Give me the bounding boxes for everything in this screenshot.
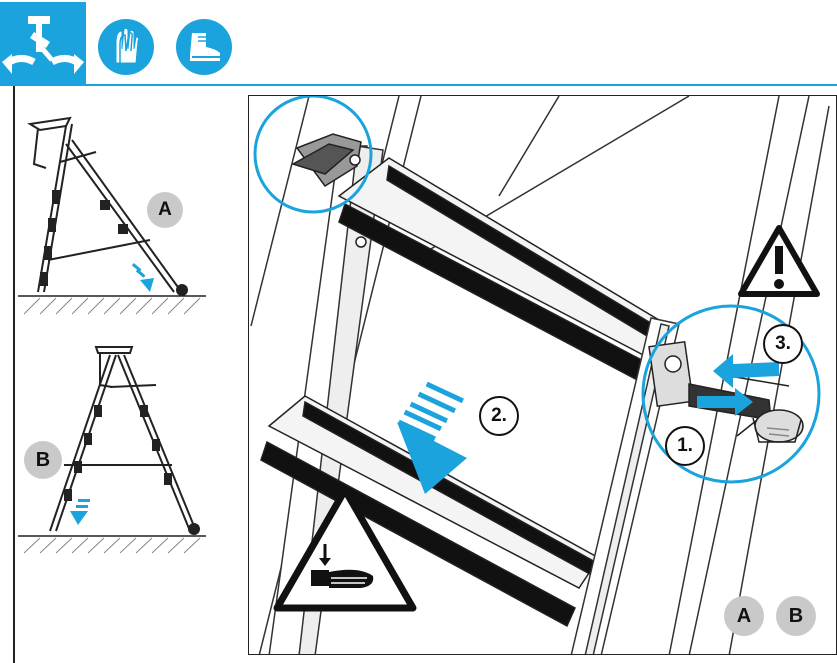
page-border-left: [13, 86, 15, 663]
main-illustration-frame: 2. 3. 1. A B: [248, 95, 837, 655]
main-badge-b: B: [776, 596, 816, 636]
ladder-rung-illustration: [250, 96, 830, 654]
foldout-tool-icon: [0, 2, 86, 84]
main-badge-a: A: [724, 596, 764, 636]
config-b-panel: B: [0, 335, 226, 565]
gloves-icon: [98, 19, 154, 75]
step-1-label: 1.: [665, 426, 705, 466]
config-b-badge: B: [24, 441, 62, 479]
step-2-label: 2.: [479, 396, 519, 436]
safety-boot-icon: [176, 19, 232, 75]
step-3-label: 3.: [763, 324, 803, 364]
hand-crush-warning-icon: [273, 486, 417, 612]
general-warning-icon: [738, 225, 820, 297]
config-a-badge: A: [147, 192, 183, 228]
config-a-panel: A: [0, 100, 226, 320]
ladder-rolling-config-icon: [18, 116, 206, 315]
header-bar: [0, 0, 837, 86]
ladder-standing-config-icon: [18, 346, 206, 554]
